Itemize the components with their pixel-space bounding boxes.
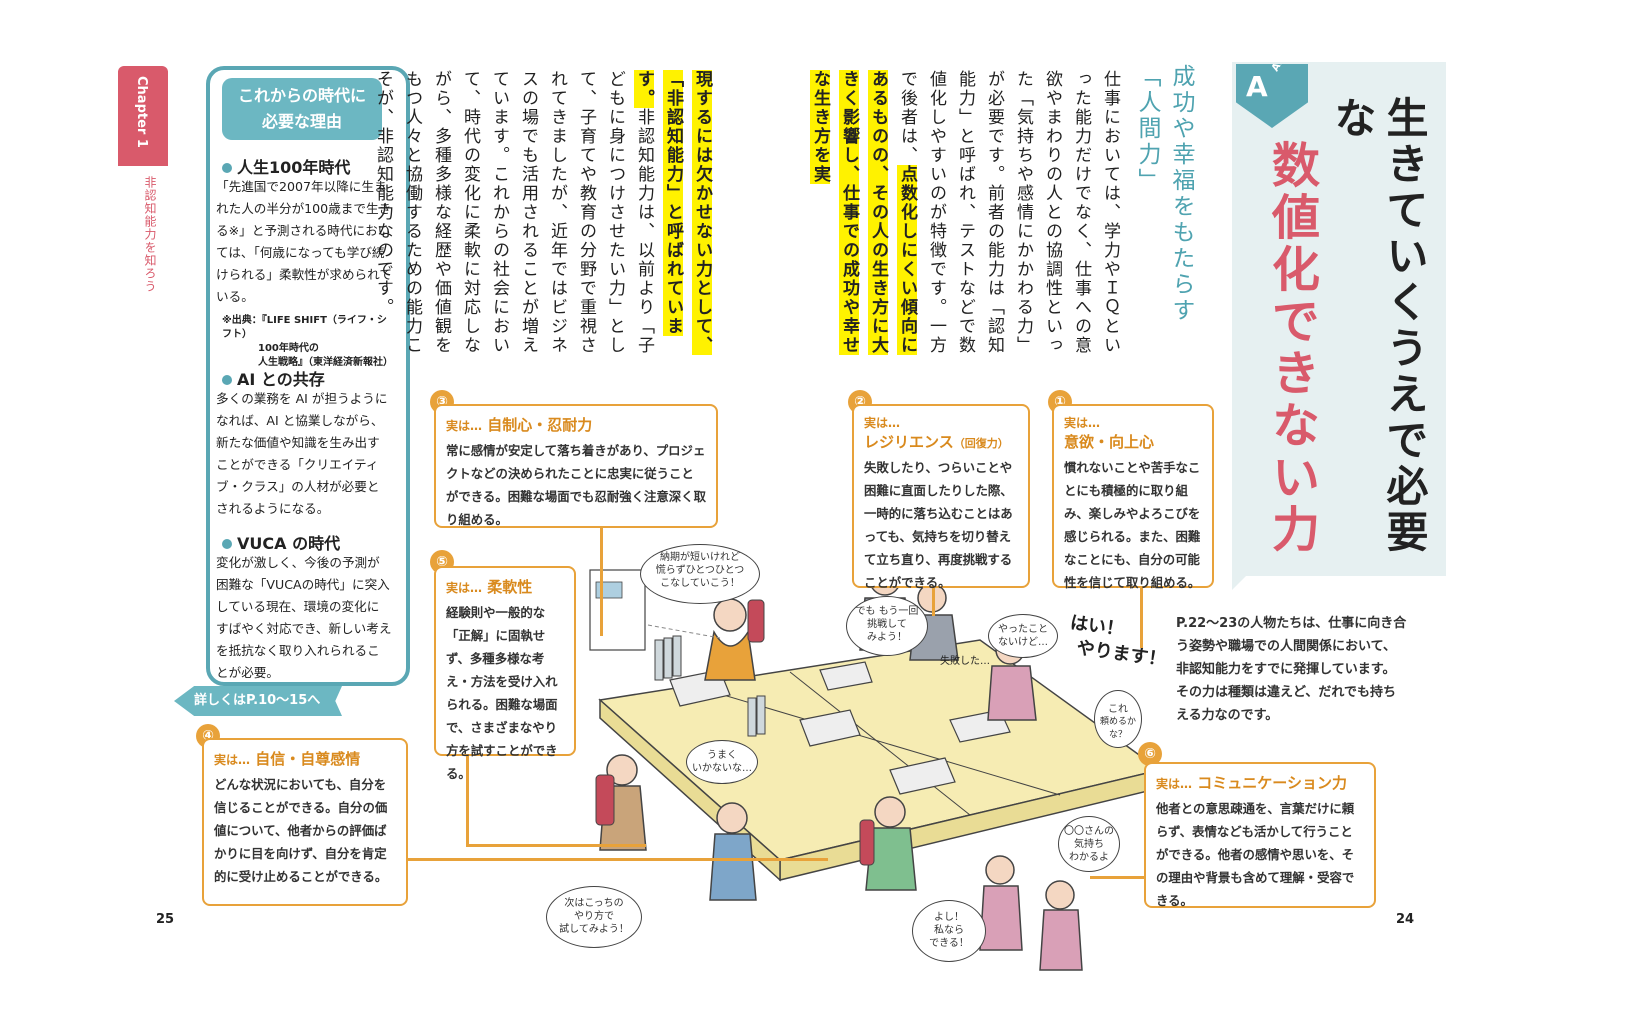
subheading-line1: 成功や幸福をもたらす	[1168, 64, 1194, 324]
chapter-tab-label: Chapter 1	[134, 76, 149, 148]
connector-line	[932, 588, 935, 616]
callout-4: 実は… 自信・自尊感情 どんな状況においても、自分を信じることができる。自分の価…	[202, 738, 408, 906]
speech-bubble-3: やったことないけど…	[988, 614, 1058, 658]
mumble-text: 失敗した…	[940, 656, 990, 667]
speech-bubble-7: 次はこっちのやり方で試してみよう！	[546, 886, 642, 948]
office-illustration	[589, 564, 1162, 971]
section-body-2: 多くの業務を AI が担うようになれば、AI と協業しながら、新たな価値や知識を…	[216, 391, 388, 516]
bullet-dot-icon	[222, 375, 232, 385]
bullet-dot-icon	[222, 163, 232, 173]
connector-line	[600, 528, 603, 636]
see-more-link[interactable]: 詳しくはP.10～15へ	[174, 686, 342, 716]
connector-line	[466, 756, 469, 846]
title-panel	[1232, 62, 1446, 576]
speech-bubble-5: これ頼めるかな？	[1094, 690, 1142, 748]
connector-line	[466, 844, 646, 847]
title-line1: 生きていくうえで必要な	[1328, 96, 1429, 556]
callout-6: 実は… コミュニケーション力 他者との意思疎通を、言葉だけに頼らず、表情なども活…	[1144, 762, 1376, 908]
section-title-2: AI との共存	[222, 366, 325, 390]
chapter-subtitle: 非認知能力を知ろう	[143, 176, 157, 293]
connector-line	[1090, 876, 1144, 879]
body-text-left: 現するには欠かせない力として、「非認知能力」と呼ばれています。非認知能力は、以前…	[373, 70, 712, 355]
reasons-header: これからの時代に 必要な理由	[222, 78, 382, 140]
speech-bubble-1: 納期が短いけれど慌らずひとつひとつこなしていこう！	[640, 544, 760, 604]
source-note: ※出典：『LIFE SHIFT（ライフ・シフト） 100年時代の 人生戦略』（東…	[222, 315, 393, 368]
chapter-tab: Chapter 1	[118, 66, 168, 166]
page-number-right: 24	[1396, 912, 1415, 927]
speech-bubble-6: うまくいかないな…	[686, 740, 758, 784]
speech-bubble-8: よし！私ならできる！	[912, 900, 986, 962]
callout-5: 実は… 柔軟性 経験則や一般的な「正解」に固執せず、多種多様な考え・方法を受け入…	[434, 566, 576, 781]
bullet-dot-icon	[222, 539, 232, 549]
section-title-1: 人生100年時代	[222, 154, 350, 178]
connector-line	[408, 858, 828, 861]
section-title-3: VUCA の時代	[222, 530, 340, 554]
right-paragraph: P.22～23の人物たちは、仕事に向き合う姿勢や職場での人間関係において、非認知…	[1176, 616, 1407, 723]
page-number-left: 25	[156, 912, 175, 927]
section-body-1: 「先進国で2007年以降に生まれた人の半分が100歳まで生きる※」と予測される時…	[216, 179, 392, 304]
title-line2: 数値化できない力	[1263, 140, 1319, 556]
speech-bubble-2: でも もう一回挑戦してみよう！	[846, 596, 928, 656]
callout-3: 実は… 自制心・忍耐力 常に感情が安定して落ち着きがあり、プロジェクトなどの決め…	[434, 404, 718, 528]
body-text-right: 仕事においては、学力やＩＱといった能力だけでなく、仕事への意欲やまわりの人との協…	[810, 70, 1120, 355]
callout-2: 実は… レジリエンス（回復力） 失敗したり、つらいことや困難に直面したりした際、…	[852, 404, 1030, 590]
section-body-3: 変化が激しく、今後の予測が困難な「VUCAの時代」に突入している現在、環境の変化…	[216, 555, 392, 680]
reasons-header-line2: 必要な理由	[261, 112, 342, 131]
subheading-line2: 「人間力」	[1134, 64, 1160, 194]
reasons-box	[206, 66, 410, 686]
connector-line	[1140, 588, 1143, 648]
reasons-header-line1: これからの時代に	[237, 86, 366, 105]
speech-bubble-9: 〇〇さんの気持ちわかるよ	[1058, 816, 1120, 872]
callout-1: 実は… 意欲・向上心 慣れないことや苦手なことにも積極的に取り組み、楽しみやよろ…	[1052, 404, 1214, 590]
